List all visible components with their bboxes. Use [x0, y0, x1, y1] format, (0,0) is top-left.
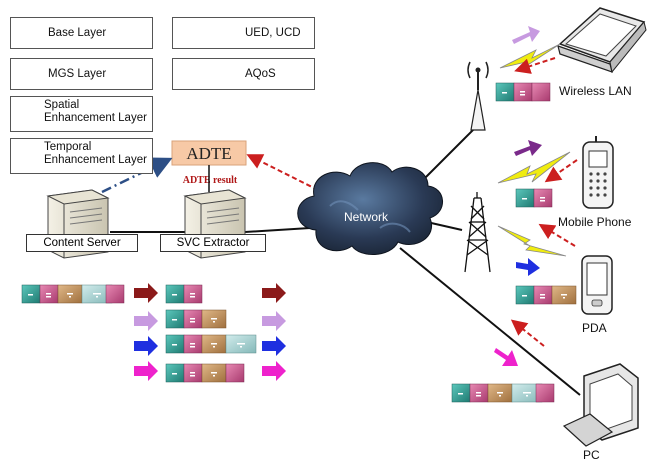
pc-icon	[562, 363, 639, 447]
bitstream-pc	[451, 383, 555, 403]
legend-mgs-layer	[10, 58, 153, 90]
bitstream-content-server	[21, 284, 125, 304]
bitstream-extractor-2	[165, 309, 227, 329]
legend-temporal-layer	[10, 138, 153, 174]
arrow-pda-blue	[516, 258, 540, 276]
mobile-phone-label: Mobile Phone	[558, 215, 632, 229]
arrow-wifi-lavender	[512, 26, 540, 44]
legend-ued-label: UED, UCD	[245, 27, 301, 39]
legend-base-layer	[10, 17, 153, 49]
legend-base-label: Base Layer	[48, 27, 107, 39]
extractor-layer-arrows	[134, 283, 286, 381]
arrow-pc-magenta	[494, 348, 518, 366]
wireless-lan-label: Wireless LAN	[559, 84, 632, 98]
pc-label: PC	[583, 448, 600, 462]
link-network-wifi-tower	[417, 124, 479, 186]
adte-label: ADTE	[186, 144, 231, 163]
laptop-icon	[557, 7, 647, 74]
bitstream-extractor-4	[165, 363, 245, 383]
bitstream-phone	[515, 188, 553, 208]
network-label: Network	[344, 210, 389, 224]
adte-result-label: ADTE result	[183, 175, 238, 186]
arrow-phone-purple	[514, 140, 542, 156]
lightning-icon	[497, 225, 567, 257]
device-arrows	[494, 26, 542, 366]
pda-label: PDA	[582, 321, 607, 335]
legend-aqos-box	[172, 58, 315, 90]
content-server-label: Content Server	[26, 234, 138, 252]
aqos-arrow	[101, 157, 173, 194]
link-network-pc	[399, 247, 581, 396]
ued-device-arrows	[510, 57, 578, 347]
bitstream-wifi	[495, 82, 551, 102]
legend-aqos-label: AQoS	[245, 68, 276, 80]
legend-spatial-layer	[10, 96, 153, 132]
pda-icon	[581, 255, 613, 315]
link-extractor-network	[244, 227, 311, 233]
bitstream-pda	[515, 285, 577, 305]
lightning-icon	[497, 151, 571, 184]
mobile-phone-icon	[582, 136, 614, 209]
wifi-antenna-icon	[467, 61, 489, 131]
legend-ued-box	[172, 17, 315, 49]
network-cloud	[297, 162, 443, 255]
adte-box	[171, 140, 247, 166]
svc-extractor-label: SVC Extractor	[160, 234, 266, 252]
bitstream-extractor-1	[165, 284, 203, 304]
legend-mgs-label: MGS Layer	[48, 68, 107, 80]
legend-temporal-label: Temporal Enhancement Layer	[44, 141, 147, 166]
legend-spatial-label: Spatial Enhancement Layer	[44, 99, 147, 124]
bitstream-extractor-3	[165, 334, 257, 354]
ued-arrow-network-adte	[246, 154, 319, 191]
cell-tower-icon	[464, 192, 491, 273]
